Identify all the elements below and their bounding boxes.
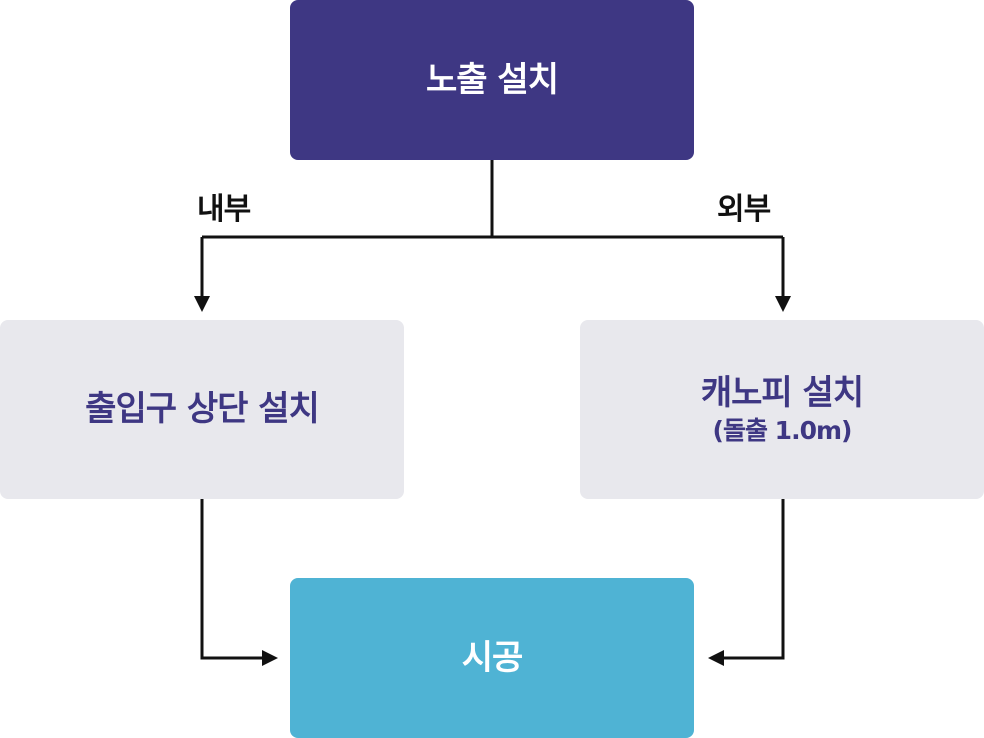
node-label: 출입구 상단 설치 xyxy=(85,389,320,430)
node-construction: 시공 xyxy=(290,578,694,738)
arrow-left-to-bottom xyxy=(200,499,264,660)
node-label: 캐노피 설치 xyxy=(700,373,864,414)
edge-label-interior: 내부 xyxy=(197,192,251,227)
arrow-right-to-bottom xyxy=(722,499,785,660)
node-label: 노출 설치 xyxy=(426,59,559,100)
node-label: 시공 xyxy=(461,637,524,678)
edge-label-exterior: 외부 xyxy=(717,192,771,227)
node-entrance-top-installation: 출입구 상단 설치 xyxy=(0,320,404,499)
arrowhead-left-into-bottom xyxy=(262,650,278,666)
node-exposed-installation: 노출 설치 xyxy=(290,0,694,160)
arrowhead-right-down xyxy=(775,296,791,312)
node-sublabel: (돌출 1.0m) xyxy=(712,415,853,445)
arrowhead-right-into-bottom xyxy=(708,650,724,666)
node-canopy-installation: 캐노피 설치 (돌출 1.0m) xyxy=(580,320,984,499)
arrowhead-left-down xyxy=(194,296,210,312)
